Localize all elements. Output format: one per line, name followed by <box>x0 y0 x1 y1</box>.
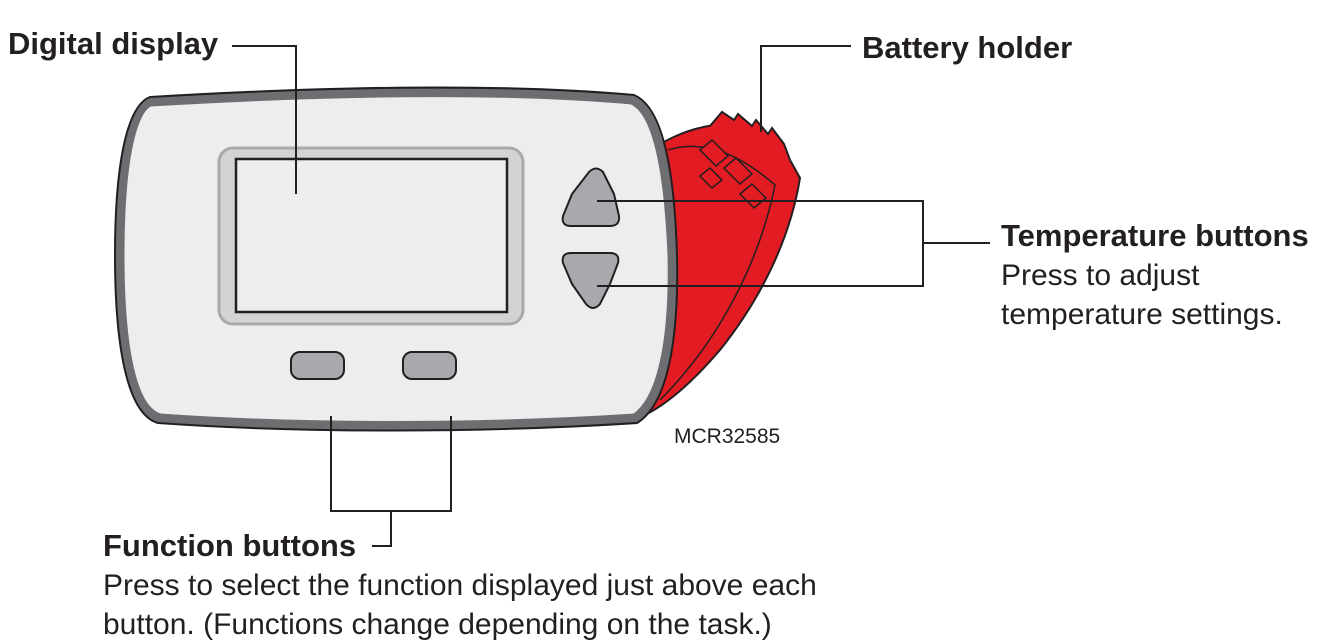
function-buttons-description-line-2: button. (Functions change depending on t… <box>103 608 772 641</box>
function-button-right[interactable] <box>402 351 457 380</box>
temperature-down-button[interactable] <box>561 252 620 309</box>
function-buttons-description-line-1: Press to select the function displayed j… <box>103 569 817 602</box>
temperature-buttons-title: Temperature buttons <box>1001 218 1309 253</box>
digital-display-label: Digital display <box>8 26 219 61</box>
battery-holder-leader <box>760 45 851 132</box>
function-buttons <box>290 351 457 380</box>
temperature-up-button[interactable] <box>561 167 621 227</box>
battery-holder <box>638 110 802 417</box>
digital-display <box>217 146 525 326</box>
function-button-left[interactable] <box>290 351 345 380</box>
battery-holder-rim <box>709 110 801 179</box>
thermostat-outer-outline <box>113 86 679 432</box>
temperature-buttons-description-line-1: Press to adjust <box>1001 259 1200 292</box>
figure-code: MCR32585 <box>674 425 780 448</box>
function-buttons-leader-tail <box>372 511 392 547</box>
temperature-buttons-description-line-2: temperature settings. <box>1001 298 1283 331</box>
temperature-buttons <box>561 167 621 309</box>
battery-holder-label: Battery holder <box>862 30 1072 65</box>
display-screen <box>234 157 509 314</box>
leader-lines <box>232 45 990 547</box>
digital-display-leader <box>232 45 297 194</box>
function-buttons-title: Function buttons <box>103 528 356 563</box>
